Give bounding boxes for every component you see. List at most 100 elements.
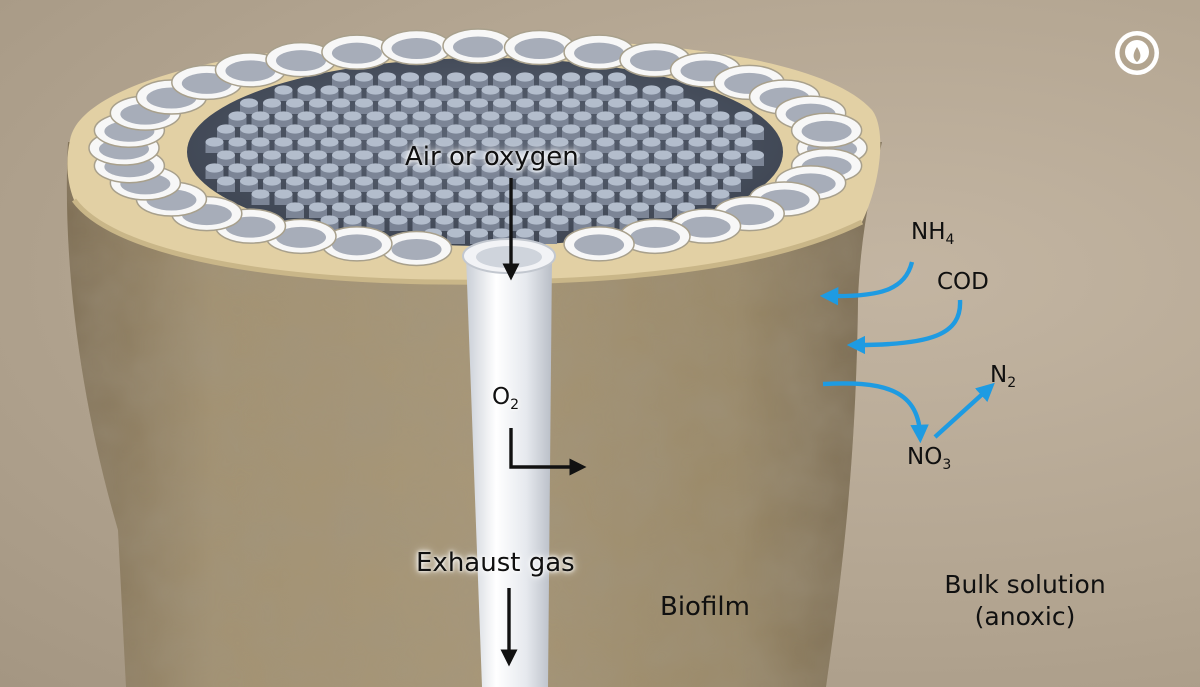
fiber-strand — [550, 85, 569, 101]
fiber-strand — [711, 163, 730, 179]
fiber-strand — [516, 228, 534, 244]
fiber-strand — [550, 163, 569, 179]
fiber-strand — [297, 137, 316, 153]
fiber-strand — [654, 98, 672, 114]
fiber-strand — [286, 202, 304, 218]
hollow-fiber-opening — [563, 34, 635, 70]
fiber-strand — [297, 163, 316, 179]
fiber-strand — [274, 85, 293, 101]
fiber-strand — [481, 189, 500, 205]
fiber-strand — [435, 189, 454, 205]
fiber-strand — [320, 111, 339, 127]
fiber-strand — [447, 124, 465, 140]
hollow-fiber-opening — [619, 218, 691, 255]
fiber-strand — [481, 215, 500, 231]
fiber-strand — [665, 163, 684, 179]
fiber-strand — [297, 189, 316, 205]
fiber-strand — [516, 150, 534, 166]
fiber-strand — [642, 137, 661, 153]
fiber-strand — [619, 111, 638, 127]
hollow-fiber-tube — [466, 256, 552, 687]
fiber-strand — [539, 202, 557, 218]
fiber-strand — [596, 85, 615, 101]
fiber-strand — [343, 215, 362, 231]
fiber-strand — [481, 85, 500, 101]
fiber-strand — [309, 202, 327, 218]
fiber-strand — [412, 163, 431, 179]
fiber-strand — [389, 163, 408, 179]
fiber-strand — [320, 163, 339, 179]
fiber-strand — [343, 189, 362, 205]
fiber-strand — [435, 85, 454, 101]
nh4-uptake-arrow — [819, 261, 915, 306]
fiber-strand — [297, 111, 316, 127]
fiber-strand — [366, 189, 385, 205]
fiber-strand — [412, 215, 431, 231]
fiber-strand — [619, 163, 638, 179]
fiber-strand — [642, 163, 661, 179]
fiber-strand — [228, 137, 247, 153]
fiber-strand — [493, 124, 511, 140]
fiber-strand — [389, 111, 408, 127]
fiber-strand — [631, 176, 649, 192]
fiber-strand — [550, 189, 569, 205]
fiber-strand — [562, 150, 580, 166]
fiber-strand — [343, 85, 362, 101]
o2-label: O2 — [492, 384, 520, 413]
fiber-strand — [504, 189, 523, 205]
fiber-strand — [355, 202, 373, 218]
fiber-strand — [573, 85, 592, 101]
fiber-strand — [447, 176, 465, 192]
biofilm-label: Biofilm — [660, 592, 750, 622]
hollow-fiber-opening — [442, 28, 514, 64]
fiber-strand — [458, 137, 477, 153]
bulk-solution-text: Bulk solution — [944, 570, 1106, 599]
fiber-strand — [539, 98, 557, 114]
fiber-strand — [217, 124, 235, 140]
fiber-strand — [240, 150, 258, 166]
fiber-strand — [320, 189, 339, 205]
hollow-fiber-opening — [265, 41, 337, 78]
fiber-strand — [654, 150, 672, 166]
fiber-strand — [470, 150, 488, 166]
fiber-strand — [516, 124, 534, 140]
fiber-strand — [378, 72, 396, 88]
fiber-strand — [700, 176, 718, 192]
fiber-strand — [401, 150, 419, 166]
fiber-strand — [516, 176, 534, 192]
fiber-strand — [343, 137, 362, 153]
fiber-strand — [527, 215, 546, 231]
fiber-strand — [562, 124, 580, 140]
fiber-strand — [573, 215, 592, 231]
fiber-strand — [228, 163, 247, 179]
fiber-strand — [734, 137, 753, 153]
fiber-strand — [596, 137, 615, 153]
fiber-strand — [470, 98, 488, 114]
n2-release-arrow — [933, 382, 995, 439]
fiber-strand — [217, 150, 235, 166]
fiber-strand — [263, 150, 281, 166]
fiber-strand — [527, 189, 546, 205]
fiber-strand — [573, 189, 592, 205]
fiber-strand — [470, 124, 488, 140]
fiber-strand — [504, 111, 523, 127]
fiber-strand — [332, 150, 350, 166]
fiber-strand — [424, 98, 442, 114]
hollow-fiber-opening — [380, 29, 453, 66]
fiber-strand — [665, 85, 684, 101]
fiber-strand — [458, 85, 477, 101]
fiber-strand — [435, 215, 454, 231]
fiber-strand — [550, 137, 569, 153]
fiber-strand — [355, 124, 373, 140]
fiber-strand — [631, 124, 649, 140]
fiber-strand — [746, 150, 764, 166]
fiber-strand — [734, 111, 753, 127]
fiber-strand — [562, 98, 580, 114]
fiber-strand — [573, 163, 592, 179]
fiber-strand — [654, 202, 672, 218]
fiber-strand — [401, 124, 419, 140]
fiber-strand — [435, 163, 454, 179]
cod-label: COD — [937, 269, 989, 295]
fiber-strand — [366, 137, 385, 153]
fiber-strand — [665, 189, 684, 205]
